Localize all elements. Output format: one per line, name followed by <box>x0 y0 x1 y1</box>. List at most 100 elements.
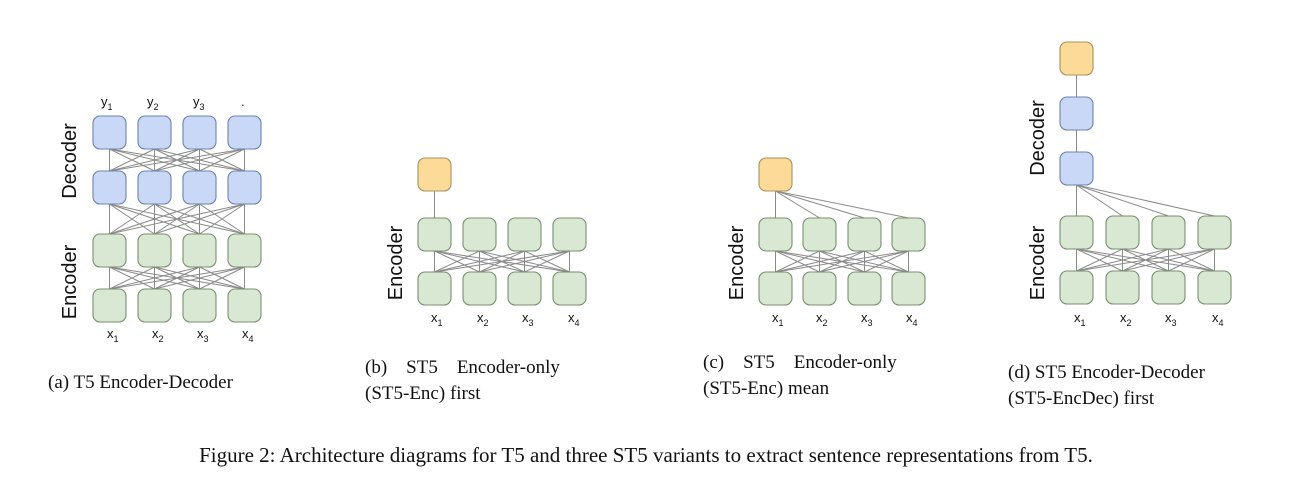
encoder-node <box>891 271 926 306</box>
panel-a-top-token: y3 <box>193 94 205 112</box>
connection-edge <box>434 250 480 273</box>
connection-edge <box>775 250 865 273</box>
connection-edge <box>819 250 909 273</box>
panel-d-encoder-label: Encoder <box>1027 225 1049 300</box>
panel-d-bottom-token: x2 <box>1120 310 1132 328</box>
connection-edge <box>109 266 155 290</box>
panel-a-decoder-label: Decoder <box>59 123 81 199</box>
decoder-node <box>92 115 127 150</box>
panel-d: Decoder Encoder x1 x2 x3 x4 (d) ST5 Enco… <box>1008 100 1224 409</box>
panel-c-nodes <box>758 157 926 306</box>
encoder-node <box>802 217 837 252</box>
connection-edge <box>775 190 820 219</box>
connection-edge <box>109 148 200 172</box>
encoder-node <box>552 271 587 306</box>
panel-b: Encoder x1 x2 x3 x4 (b) ST5 Encoder-only… <box>365 225 580 404</box>
panel-b-bottom-token: x2 <box>477 310 489 328</box>
decoder-node <box>227 170 262 205</box>
connection-edge <box>775 250 909 273</box>
encoder-node <box>227 233 262 268</box>
panel-a-top-token: . <box>241 94 245 109</box>
encoder-node <box>802 271 837 306</box>
panel-b-caption-line-1: (b) ST5 Encoder-only <box>365 357 560 378</box>
panel-c-bottom-token: x3 <box>861 310 873 328</box>
output-embedding-node <box>1059 41 1094 76</box>
encoder-node <box>137 233 172 268</box>
encoder-node <box>507 271 542 306</box>
encoder-node <box>847 271 882 306</box>
panel-a-top-token: y1 <box>101 94 113 112</box>
connection-edge <box>109 203 155 235</box>
panel-a-top-token: y2 <box>147 94 159 112</box>
decoder-node <box>227 115 262 150</box>
encoder-node <box>417 217 452 252</box>
panel-b-caption-line-2: (ST5-Enc) first <box>365 383 481 404</box>
panel-d-caption-line-2: (ST5-EncDec) first <box>1008 388 1155 409</box>
panel-a-encoder-label: Encoder <box>59 244 81 319</box>
panel-d-caption-line-1: (d) ST5 Encoder-Decoder <box>1008 362 1206 383</box>
encoder-node <box>1151 270 1186 305</box>
encoder-node <box>227 288 262 323</box>
encoder-node <box>758 271 793 306</box>
panel-b-encoder-label: Encoder <box>385 225 407 300</box>
panel-a-bottom-token: x2 <box>152 326 164 344</box>
connection-edge <box>109 266 200 290</box>
encoder-node <box>182 233 217 268</box>
panel-c-caption-line-1: (c) ST5 Encoder-only <box>703 352 897 373</box>
panel-a: Decoder Encoder y1 y2 y3 . x1 x2 x3 x4 (… <box>48 94 254 393</box>
connection-edge <box>434 250 525 273</box>
panel-c-bottom-token: x4 <box>906 310 918 328</box>
encoder-node <box>891 217 926 252</box>
panel-a-nodes <box>92 115 262 323</box>
panel-c-bottom-token: x1 <box>772 310 784 328</box>
panel-c-encoder-label: Encoder <box>726 225 748 300</box>
connection-edge <box>1076 184 1215 217</box>
panel-b-bottom-token: x4 <box>568 310 580 328</box>
decoder-node <box>1059 96 1094 131</box>
encoder-node <box>182 288 217 323</box>
decoder-node <box>92 170 127 205</box>
decoder-node <box>182 115 217 150</box>
connection-edge <box>775 250 820 273</box>
encoder-node <box>507 217 542 252</box>
output-embedding-node <box>758 157 793 192</box>
panel-b-bottom-token: x3 <box>522 310 534 328</box>
encoder-node <box>847 217 882 252</box>
connection-edge <box>1076 184 1169 217</box>
encoder-node <box>462 271 497 306</box>
connection-edge <box>1076 248 1169 272</box>
connection-edge <box>109 203 245 235</box>
connection-edge <box>434 250 570 273</box>
connection-edge <box>1122 248 1215 272</box>
panel-b-nodes <box>417 157 587 306</box>
encoder-node <box>1059 215 1094 250</box>
encoder-node <box>92 233 127 268</box>
encoder-node <box>462 217 497 252</box>
panel-c-edges <box>775 190 909 273</box>
panel-b-bottom-token: x1 <box>431 310 443 328</box>
panel-c-caption-line-2: (ST5-Enc) mean <box>703 378 830 399</box>
connection-edge <box>154 148 245 172</box>
encoder-node <box>1059 270 1094 305</box>
connection-edge <box>1076 248 1215 272</box>
panel-a-caption: (a) T5 Encoder-Decoder <box>48 372 234 393</box>
figure-caption: Figure 2: Architecture diagrams for T5 a… <box>199 443 1093 467</box>
encoder-node <box>1197 215 1232 250</box>
connection-edge <box>199 148 245 172</box>
connection-edge <box>199 203 245 235</box>
panel-a-bottom-token: x3 <box>197 326 209 344</box>
panel-b-edges <box>434 191 570 273</box>
connection-edge <box>154 266 245 290</box>
connection-edge <box>154 203 245 235</box>
connection-edge <box>1076 248 1123 272</box>
encoder-node <box>1105 215 1140 250</box>
panel-d-decoder-label: Decoder <box>1027 100 1049 176</box>
panel-a-bottom-token: x1 <box>107 326 119 344</box>
encoder-node <box>137 288 172 323</box>
decoder-node <box>137 170 172 205</box>
connection-edge <box>524 250 570 273</box>
encoder-node <box>758 217 793 252</box>
panel-c: Encoder x1 x2 x3 x4 (c) ST5 Encoder-only… <box>703 225 918 399</box>
encoder-node <box>1197 270 1232 305</box>
